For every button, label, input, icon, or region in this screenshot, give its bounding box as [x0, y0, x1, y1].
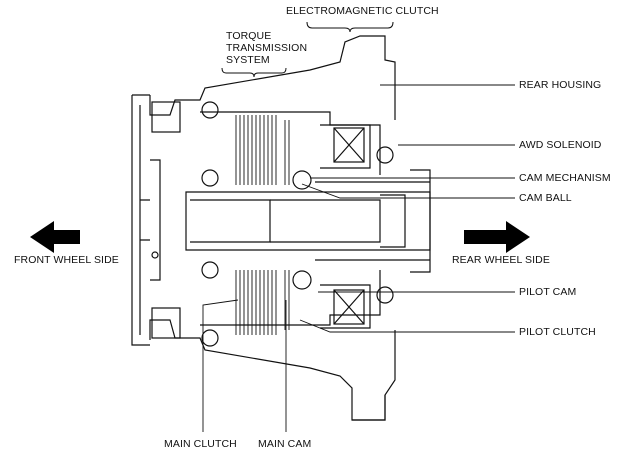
label-cam-ball: CAM BALL	[519, 192, 572, 204]
label-cam-mechanism: CAM MECHANISM	[519, 172, 611, 184]
label-main-cam: MAIN CAM	[258, 438, 312, 450]
front-direction-arrow	[30, 221, 80, 253]
label-front-wheel-side: FRONT WHEEL SIDE	[14, 254, 119, 266]
label-brackets	[221, 21, 394, 78]
label-rear-housing: REAR HOUSING	[519, 79, 602, 91]
housing-outline	[131, 35, 431, 421]
label-rear-wheel-side: REAR WHEEL SIDE	[452, 254, 550, 266]
leader-lines	[202, 84, 515, 432]
clutch-plates	[235, 115, 290, 335]
label-pilot-cam: PILOT CAM	[519, 286, 577, 298]
label-main-clutch: MAIN CLUTCH	[164, 438, 237, 450]
rear-direction-arrow	[464, 221, 530, 253]
label-torque-transmission-system: TORQUE TRANSMISSION SYSTEM	[226, 30, 308, 66]
label-electromagnetic-clutch: ELECTROMAGNETIC CLUTCH	[286, 5, 439, 17]
label-pilot-clutch: PILOT CLUTCH	[519, 326, 596, 338]
label-awd-solenoid: AWD SOLENOID	[519, 139, 602, 151]
